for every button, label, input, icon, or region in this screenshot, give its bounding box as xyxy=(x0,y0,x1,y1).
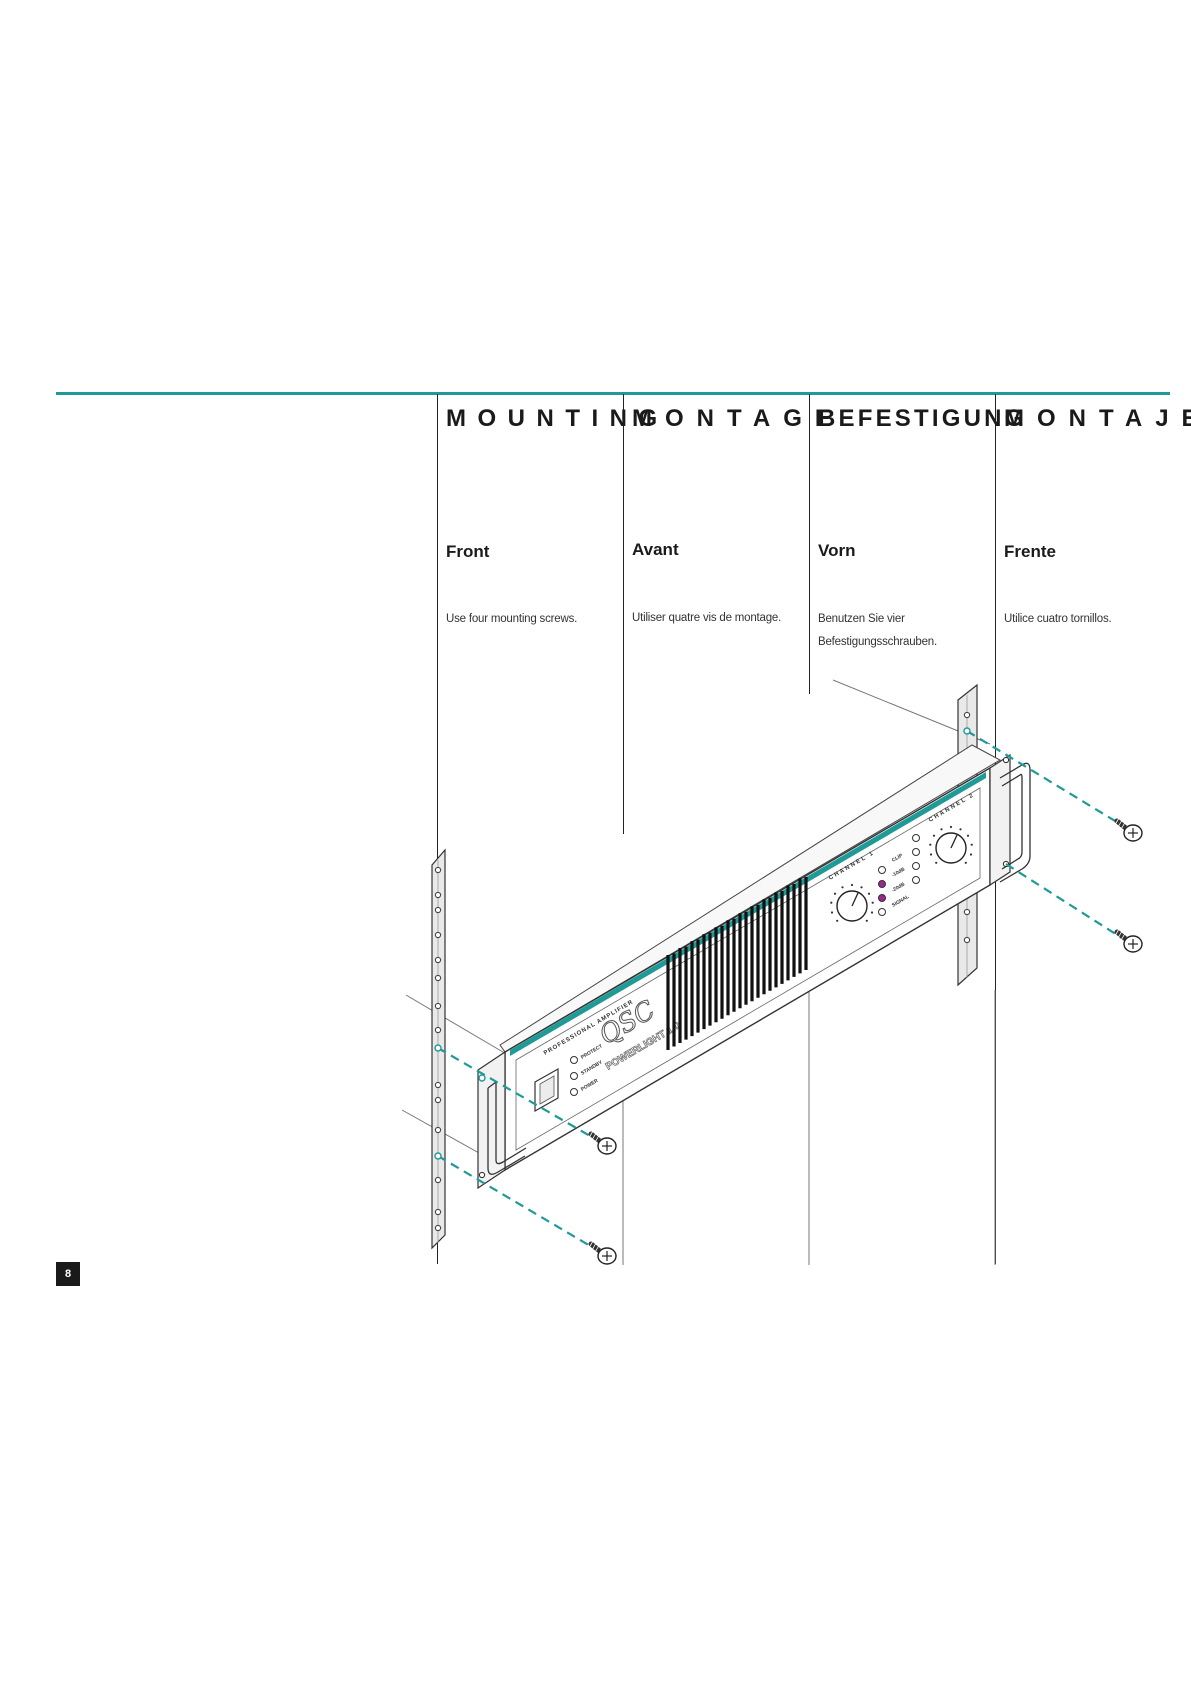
channel-1-scale xyxy=(830,883,874,922)
subheading-avant: Avant xyxy=(632,540,679,559)
heading-mounting: MOUNTING xyxy=(446,405,669,432)
screw-icon xyxy=(588,1240,617,1265)
subheading-frente: Frente xyxy=(1004,542,1056,561)
channel-2-meter-leds xyxy=(912,834,920,884)
mounting-screws xyxy=(588,817,1143,1265)
subheading-vorn: Vorn xyxy=(818,541,856,560)
hole-markers xyxy=(434,727,971,1160)
column-divider-2 xyxy=(623,394,624,834)
channel-2-scale xyxy=(929,825,973,864)
column-divider-1 xyxy=(437,394,438,1264)
screw-icon xyxy=(588,1130,617,1155)
heading-montage: MONTAGE xyxy=(632,405,844,432)
meter-label-clip: CLIP xyxy=(891,852,904,863)
screw-guide-lines xyxy=(437,730,1126,1251)
heading-befestigung: BEFESTIGUNG xyxy=(818,405,1027,432)
ventilation-grille xyxy=(666,877,808,1050)
amplifier-chassis xyxy=(477,744,1011,1190)
text-en: Use four mounting screws. xyxy=(446,613,578,625)
top-teal-rule xyxy=(56,392,1170,395)
right-handle xyxy=(999,762,1031,883)
text-fr: Utiliser quatre vis de montage. xyxy=(632,612,782,624)
subheading-front: Front xyxy=(446,542,490,561)
left-handle xyxy=(487,1081,527,1175)
text-de: Benutzen Sie vier Befestigungsschrauben. xyxy=(818,613,937,648)
column-divider-3 xyxy=(809,394,810,694)
power-switch xyxy=(534,1067,559,1113)
screw-icon xyxy=(1114,817,1143,842)
page-number-badge: 8 xyxy=(56,1262,80,1286)
text-es: Utilice cuatro tornillos. xyxy=(1004,613,1112,625)
heading-montaje: MONTAJE xyxy=(1004,405,1191,432)
channel-1-meter-leds xyxy=(878,866,886,916)
screw-icon xyxy=(1114,928,1143,953)
